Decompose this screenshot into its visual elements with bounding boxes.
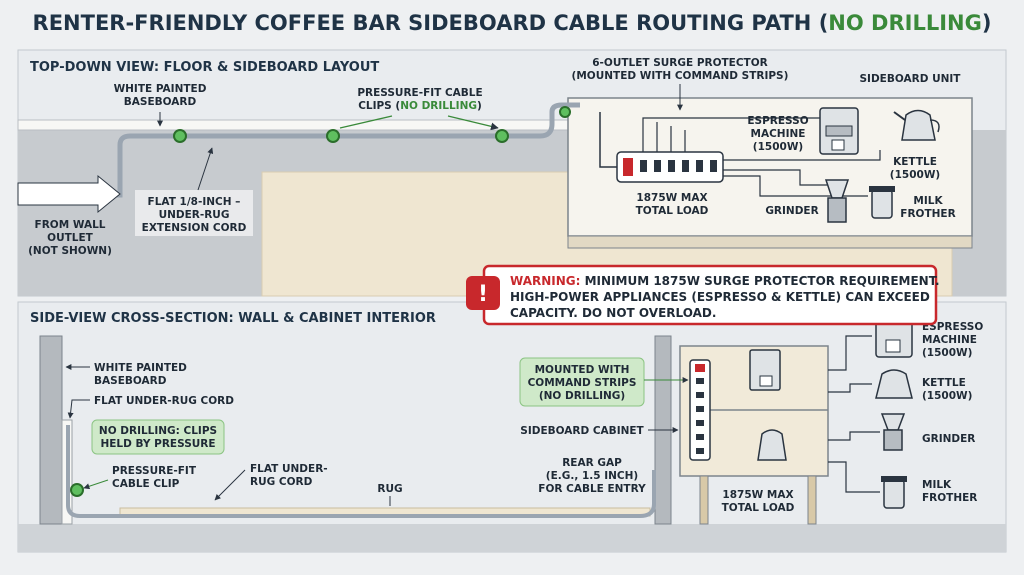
side-rear-gap-label: REAR GAP(e.g., 1.5 INCH)FOR CABLE ENTRY — [538, 457, 646, 495]
side-surge-switch — [695, 364, 705, 372]
cable-clip-icon — [326, 129, 340, 143]
cabinet-leg-left — [699, 475, 709, 525]
surge-protector-label: 6-OUTLET SURGE PROTECTOR(MOUNTED WITH CO… — [572, 57, 789, 82]
appliance-cords — [642, 117, 881, 197]
top-grinder-label: GRINDER — [765, 205, 818, 217]
grinder-icon — [824, 179, 850, 223]
side-outlet-icons — [696, 378, 704, 454]
warning-line1: WARNING: MINIMUM 1875W SURGE PROTECTOR R… — [510, 274, 940, 288]
side-rug-label: RUG — [377, 483, 402, 495]
side-wall — [39, 335, 63, 525]
espresso-machine-icon — [819, 107, 859, 155]
surge-switch — [623, 158, 633, 176]
flat-cord-label-bg — [135, 190, 253, 236]
cable-clip-icon — [495, 129, 509, 143]
warning-icon-glyph: ! — [478, 282, 488, 307]
milk-frother-icon — [869, 186, 895, 219]
strip-cord — [599, 112, 617, 168]
warning-line2: HIGH-POWER APPLIANCES (ESPRESSO & KETTLE… — [510, 290, 930, 304]
mounted-badge — [519, 357, 645, 407]
sideboard-unit-label: SIDEBOARD UNIT — [860, 73, 962, 85]
side-cord — [66, 425, 656, 518]
right-frother-icon — [881, 476, 907, 509]
side-appliance-cords — [828, 335, 880, 493]
from-wall-arrow — [17, 174, 121, 214]
right-kettle-icon — [875, 369, 913, 399]
outlet-icons — [640, 160, 717, 172]
warning-icon — [466, 276, 500, 310]
side-grinder-label: GRINDER — [922, 433, 975, 445]
side-kettle-icon — [757, 429, 787, 461]
cabinet-leg-right — [807, 475, 817, 525]
top-kettle-label: KETTLE(1500W) — [890, 156, 940, 181]
right-grinder-icon — [880, 413, 906, 451]
side-espresso-icon — [749, 349, 781, 391]
warning-line3: CAPACITY. DO NOT OVERLOAD. — [510, 306, 716, 320]
side-view-heading: SIDE-VIEW CROSS-SECTION: WALL & CABINET … — [30, 311, 436, 326]
cable-clip-icon — [559, 106, 571, 118]
cable-clip-icon — [173, 129, 187, 143]
side-cabinet-label: SIDEBOARD CABINET — [520, 425, 644, 437]
side-under-rug-label: FLAT UNDER-RUG CORD — [94, 395, 234, 407]
page-title: RENTER-FRIENDLY COFFEE BAR SIDEBOARD CAB… — [33, 11, 992, 35]
kettle-icon — [893, 109, 940, 141]
top-view-heading: TOP-DOWN VIEW: FLOOR & SIDEBOARD LAYOUT — [30, 60, 379, 75]
side-floor — [18, 524, 1006, 552]
side-kettle-label: KETTLE(1500W) — [922, 377, 972, 402]
top-sideboard-edge — [567, 235, 973, 249]
top-cord — [30, 102, 580, 198]
cable-clip-icon — [70, 483, 84, 497]
no-drilling-badge — [91, 419, 225, 455]
side-flat-cord-label: FLAT UNDER-RUG CORD — [250, 463, 328, 488]
